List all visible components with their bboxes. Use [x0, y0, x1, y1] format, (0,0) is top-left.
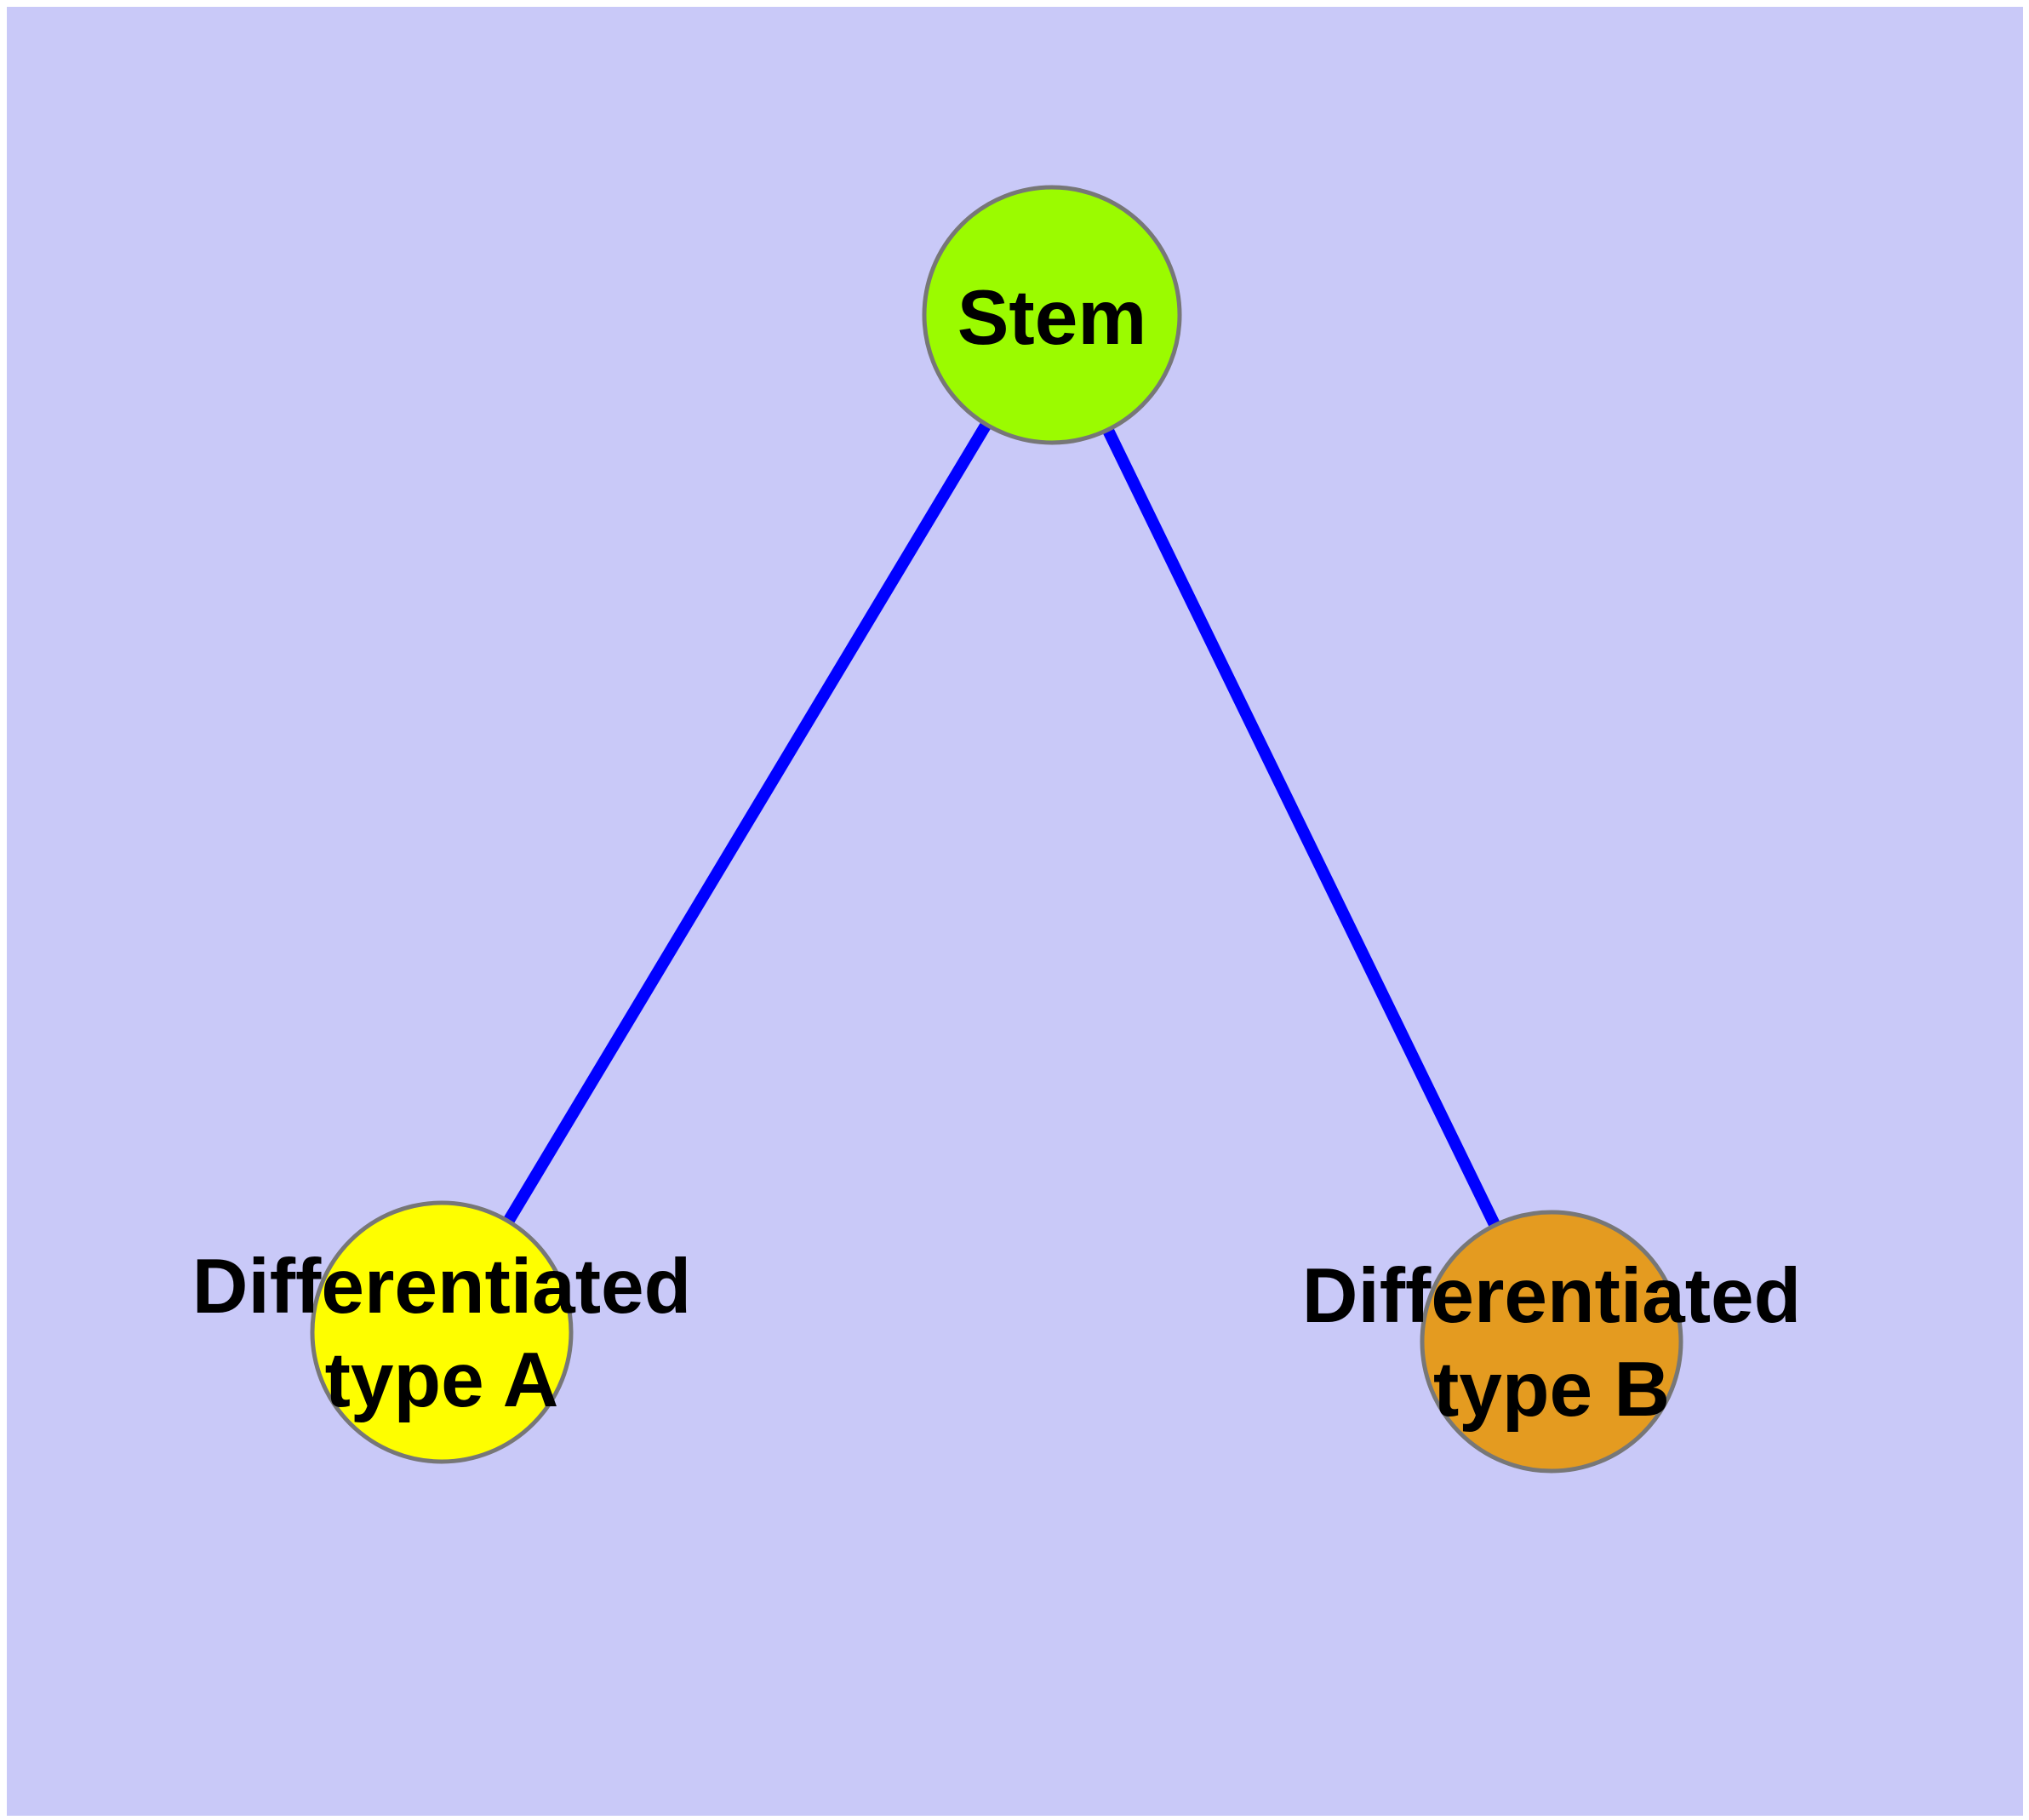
stem-node-label: Stem — [957, 275, 1147, 361]
stem-node-circle — [922, 185, 1182, 445]
node-differentiated-type-b: Differentiated type B — [1302, 1210, 1802, 1474]
type-a-node-circle — [310, 1200, 574, 1464]
type-a-node-label-line1: Differentiated — [192, 1244, 692, 1330]
type-b-node-circle — [1420, 1210, 1683, 1474]
type-b-node-label-line1: Differentiated — [1302, 1253, 1802, 1339]
node-stem: Stem — [922, 185, 1182, 445]
edge-stem-to-type-a — [436, 312, 1058, 1336]
type-b-node-label-line2: type B — [1433, 1347, 1670, 1433]
node-differentiated-type-a: Differentiated type A — [192, 1200, 692, 1464]
edges-layer — [436, 312, 1557, 1345]
edge-stem-to-type-b — [1046, 312, 1557, 1345]
type-a-node-label-line2: type A — [325, 1337, 559, 1423]
